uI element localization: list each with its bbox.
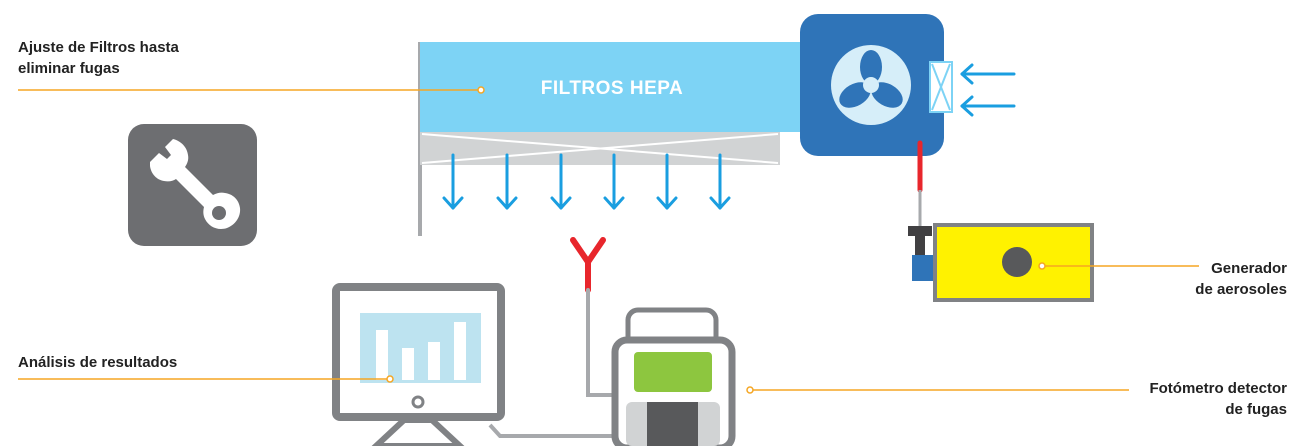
hepa-filter-unit: FILTROS HEPA bbox=[418, 42, 815, 236]
down-arrow-icon bbox=[709, 153, 731, 210]
hepa-filter-title: FILTROS HEPA bbox=[541, 78, 684, 99]
bar-chart-icon bbox=[376, 322, 466, 380]
photometer-icon bbox=[611, 307, 736, 446]
label-photometer-line1: Fotómetro detector bbox=[1149, 380, 1287, 397]
hepa-filter-box bbox=[420, 42, 815, 132]
down-arrow-icon bbox=[496, 153, 518, 210]
wrench-tile bbox=[128, 124, 257, 246]
fan-module bbox=[800, 14, 1016, 156]
down-arrow-icon bbox=[550, 153, 572, 210]
down-arrow-icon bbox=[656, 153, 678, 210]
aerosol-generator bbox=[908, 140, 1094, 302]
down-arrow-icon bbox=[442, 153, 464, 210]
label-aerosol-generator: Generador de aerosoles bbox=[1195, 258, 1287, 300]
label-filter-adjust: Ajuste de Filtros hasta eliminar fugas bbox=[18, 37, 179, 79]
label-photometer-line2: de fugas bbox=[1225, 401, 1287, 418]
monitor-icon bbox=[332, 283, 618, 446]
down-arrow-icon bbox=[603, 153, 625, 210]
label-aerosol-generator-line2: de aerosoles bbox=[1195, 281, 1287, 298]
sample-probe bbox=[570, 237, 617, 397]
label-filter-adjust-line2: eliminar fugas bbox=[18, 60, 120, 77]
label-aerosol-generator-line1: Generador bbox=[1211, 260, 1287, 277]
label-filter-adjust-line1: Ajuste de Filtros hasta bbox=[18, 39, 179, 56]
photometer-port bbox=[647, 402, 698, 446]
label-results: Análisis de resultados bbox=[18, 354, 178, 371]
photometer-display bbox=[634, 352, 712, 392]
label-photometer: Fotómetro detector de fugas bbox=[1149, 378, 1287, 420]
left-arrow-icon bbox=[960, 63, 1016, 85]
airflow-arrows bbox=[442, 153, 731, 210]
left-arrow-icon bbox=[960, 95, 1016, 117]
intake-arrows bbox=[960, 63, 1016, 117]
leader-lines bbox=[18, 86, 1199, 394]
